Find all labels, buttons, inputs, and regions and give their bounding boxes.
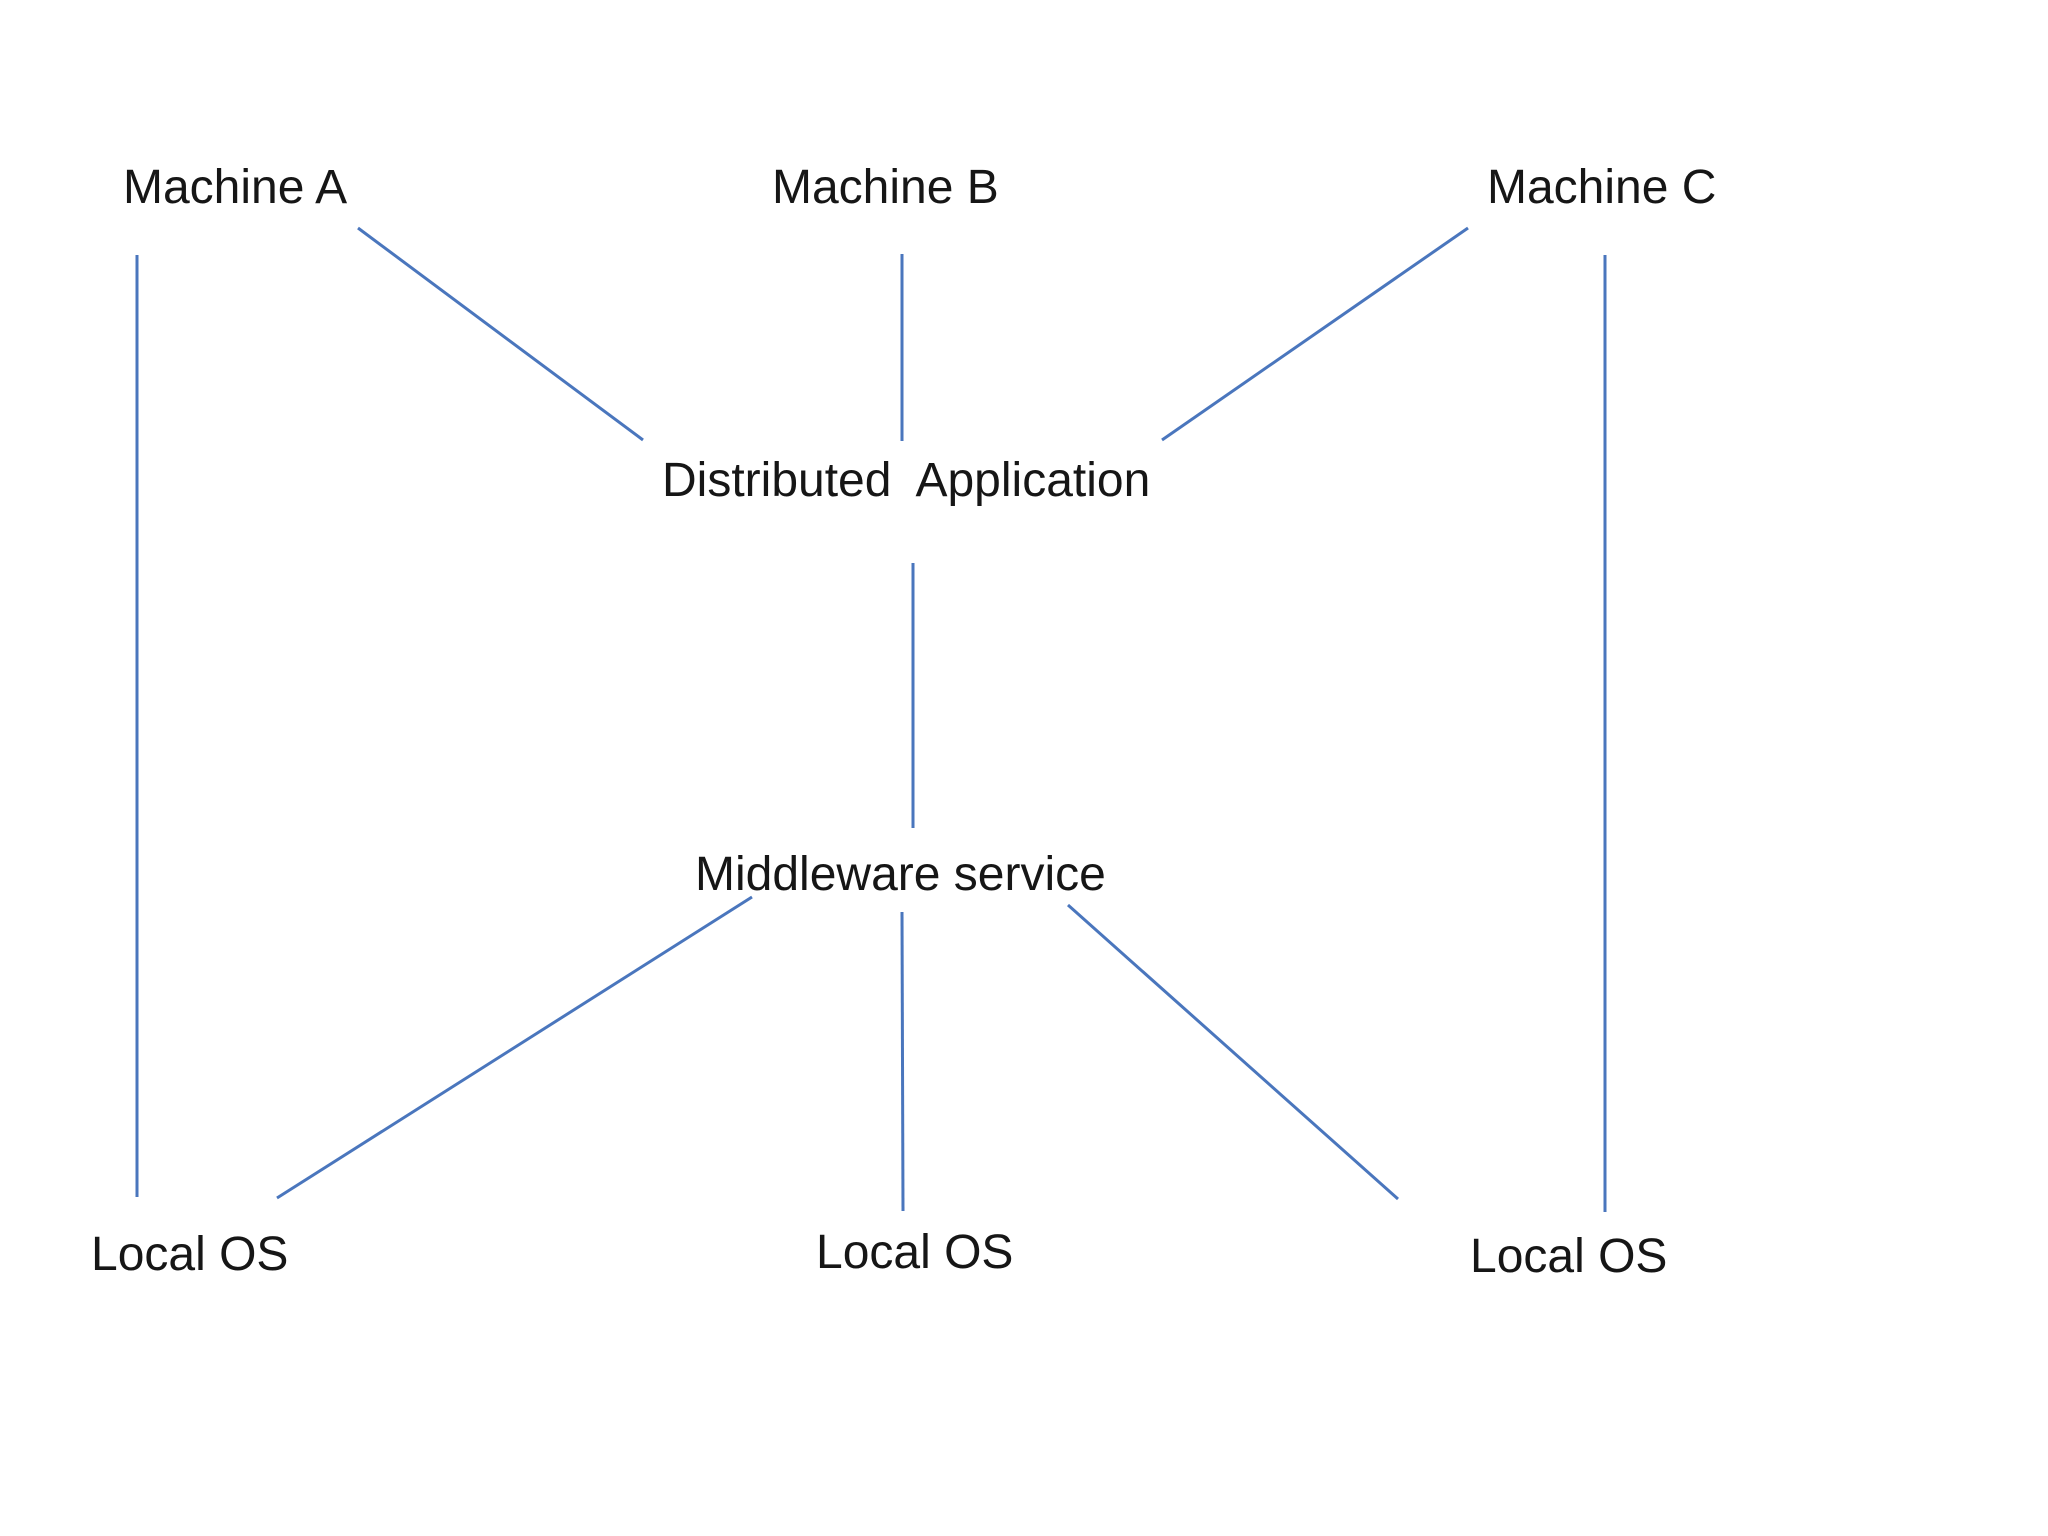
node-machine-b: Machine B — [772, 161, 999, 214]
node-middleware-service: Middleware service — [695, 848, 1106, 901]
node-machine-a: Machine A — [123, 161, 348, 214]
node-local-os-left: Local OS — [91, 1228, 289, 1281]
connector-machine-c--distributed-application — [1161, 226, 1469, 442]
connector-middleware-service--local-os-left — [276, 895, 753, 1200]
node-machine-c: Machine C — [1487, 161, 1717, 214]
node-distributed-application: Distributed Application — [662, 454, 1151, 507]
connector-machine-a--distributed-application — [357, 226, 644, 442]
connector-middleware-service--local-os-middle — [900, 911, 905, 1212]
node-local-os-right: Local OS — [1470, 1230, 1668, 1283]
connector-middleware-service--local-os-right — [1067, 903, 1399, 1201]
node-local-os-middle: Local OS — [816, 1226, 1014, 1279]
